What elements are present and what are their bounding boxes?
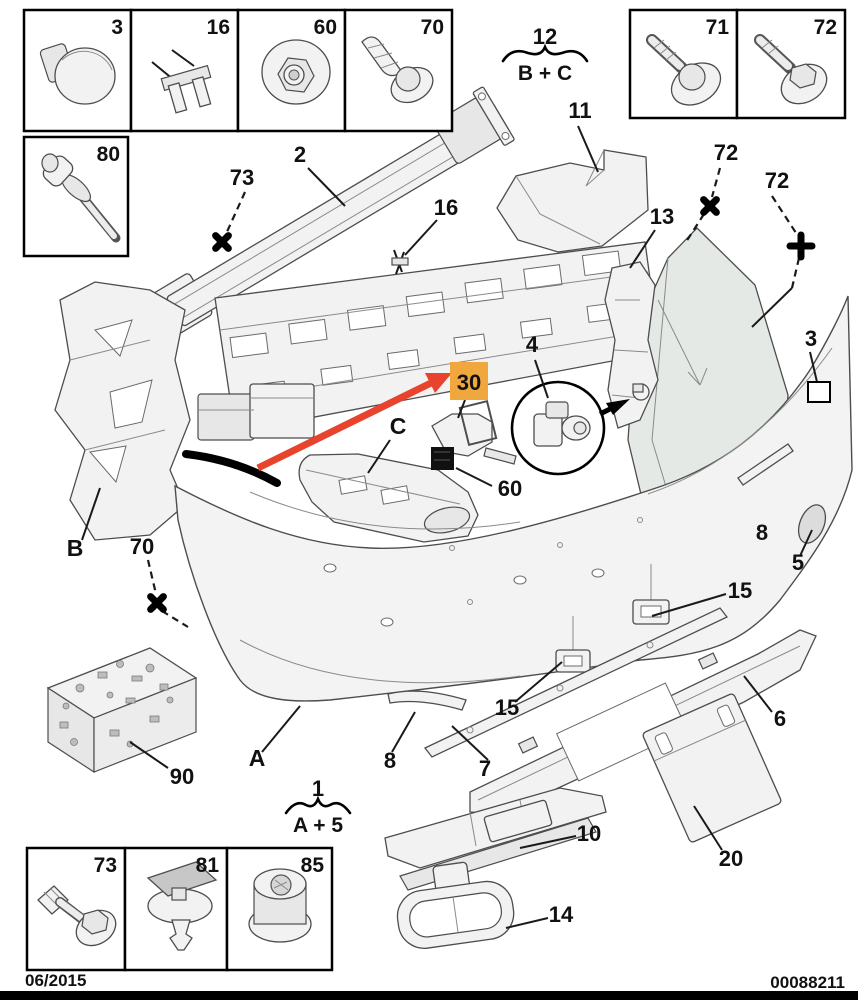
- legend-box-81[interactable]: 81: [123, 846, 229, 972]
- legend-label-85: 85: [301, 854, 325, 877]
- license-panel-20: [642, 693, 782, 843]
- legend-box-73[interactable]: 73: [25, 846, 127, 972]
- highlight-part-30[interactable]: 30: [450, 362, 488, 400]
- callout-6[interactable]: 6: [774, 706, 786, 731]
- legend-label-80: 80: [97, 143, 120, 166]
- group-1-sum: A + 5: [293, 814, 343, 837]
- callout-72a[interactable]: 72: [714, 140, 738, 165]
- swoosh-curve: [182, 450, 281, 487]
- date-code: 06/2015: [25, 971, 86, 990]
- legend-label-73: 73: [94, 854, 117, 877]
- sensor-circle-4: [510, 380, 650, 476]
- hex-head-screw-icon: [37, 885, 117, 947]
- center-support-block: [197, 383, 315, 441]
- brace-1: [284, 795, 352, 815]
- callout-c[interactable]: C: [390, 413, 407, 439]
- highlight-arrow: [256, 373, 452, 472]
- callout-4[interactable]: 4: [526, 332, 539, 357]
- legend-label-60: 60: [314, 16, 337, 39]
- expansion-clip-icon: [146, 861, 218, 951]
- group-1-number: 1: [312, 776, 324, 801]
- fastener-marker-72b: [786, 231, 816, 261]
- callout-15-upper[interactable]: 15: [728, 578, 752, 603]
- round-plug-cap-icon: [39, 43, 116, 105]
- callout-14[interactable]: 14: [549, 902, 574, 927]
- clip-15-lower: [555, 616, 591, 673]
- callout-a[interactable]: A: [249, 745, 266, 771]
- callout-11[interactable]: 11: [568, 98, 591, 123]
- callout-2[interactable]: 2: [294, 142, 306, 167]
- absorber-part-11: [496, 149, 649, 253]
- grommet-nut-icon: [261, 39, 331, 105]
- legend-label-81: 81: [196, 854, 220, 877]
- strip-8-right: [737, 443, 794, 486]
- square-marker-3: [807, 381, 831, 403]
- callout-8-left[interactable]: 8: [384, 748, 396, 773]
- callout-8-right[interactable]: 8: [756, 520, 768, 545]
- washer-head-screw-icon: [646, 34, 722, 106]
- hatch-square-60: [431, 447, 454, 470]
- strip-8-left: [387, 690, 467, 711]
- legend-box-71[interactable]: 71: [628, 8, 739, 120]
- mid-clip-16: [391, 249, 409, 275]
- callout-72b[interactable]: 72: [765, 168, 789, 193]
- callout-60[interactable]: 60: [498, 476, 522, 501]
- legend-label-70: 70: [421, 16, 444, 39]
- double-pin-clip-icon: [151, 49, 212, 114]
- exhaust-tip-14: [396, 861, 515, 949]
- legend-box-70[interactable]: 70: [343, 8, 454, 133]
- trim-strip-7: [423, 607, 729, 758]
- group-1-formula: 1 A + 5: [284, 776, 352, 837]
- fastener-marker-72a: [700, 196, 720, 216]
- blind-rivet-icon: [41, 153, 121, 243]
- callout-70[interactable]: 70: [130, 534, 154, 559]
- bottom-bar: [0, 991, 858, 1000]
- legend-box-85[interactable]: 85: [225, 846, 334, 972]
- legend-box-72[interactable]: 72: [735, 8, 847, 120]
- brace-12: [501, 43, 589, 63]
- legend-label-3: 3: [111, 16, 123, 39]
- bumper-skin-a: [174, 295, 853, 702]
- callout-73[interactable]: 73: [230, 165, 254, 190]
- group-12-sum: B + C: [518, 62, 572, 85]
- hex-flange-bolt-icon: [754, 34, 828, 105]
- flange-nut-icon: [248, 868, 312, 943]
- fastener-marker-70: [147, 593, 167, 613]
- legend-label-16: 16: [207, 16, 230, 39]
- lower-carrier-c: [298, 453, 479, 543]
- side-bracket-b: [54, 281, 191, 541]
- group-12-formula: 12 B + C: [501, 24, 589, 85]
- legend-box-16[interactable]: 16: [129, 8, 240, 133]
- document-number: 00088211: [770, 973, 845, 992]
- callout-13[interactable]: 13: [650, 204, 674, 229]
- callout-7[interactable]: 7: [479, 756, 491, 781]
- fastener-marker-73: [212, 232, 232, 252]
- legend-label-72: 72: [814, 16, 837, 39]
- legend-label-71: 71: [706, 16, 730, 39]
- legend-box-3[interactable]: 3: [22, 8, 133, 133]
- callout-3[interactable]: 3: [805, 326, 817, 351]
- callout-90[interactable]: 90: [170, 764, 194, 789]
- plugs-kit-90: [46, 647, 198, 774]
- legend-box-80[interactable]: 80: [22, 135, 130, 258]
- callout-5[interactable]: 5: [792, 550, 804, 575]
- callout-16[interactable]: 16: [434, 195, 458, 220]
- callout-20[interactable]: 20: [719, 846, 743, 871]
- reflector-5: [797, 504, 827, 544]
- clip-15-upper: [632, 564, 670, 625]
- callout-10[interactable]: 10: [577, 821, 601, 846]
- leader-lines: [81, 125, 818, 929]
- self-tapping-screw-icon: [361, 36, 434, 104]
- callout-15-lower[interactable]: 15: [495, 695, 519, 720]
- callout-b[interactable]: B: [67, 535, 84, 561]
- callout-30: 30: [457, 370, 481, 395]
- legend-box-60[interactable]: 60: [236, 8, 347, 133]
